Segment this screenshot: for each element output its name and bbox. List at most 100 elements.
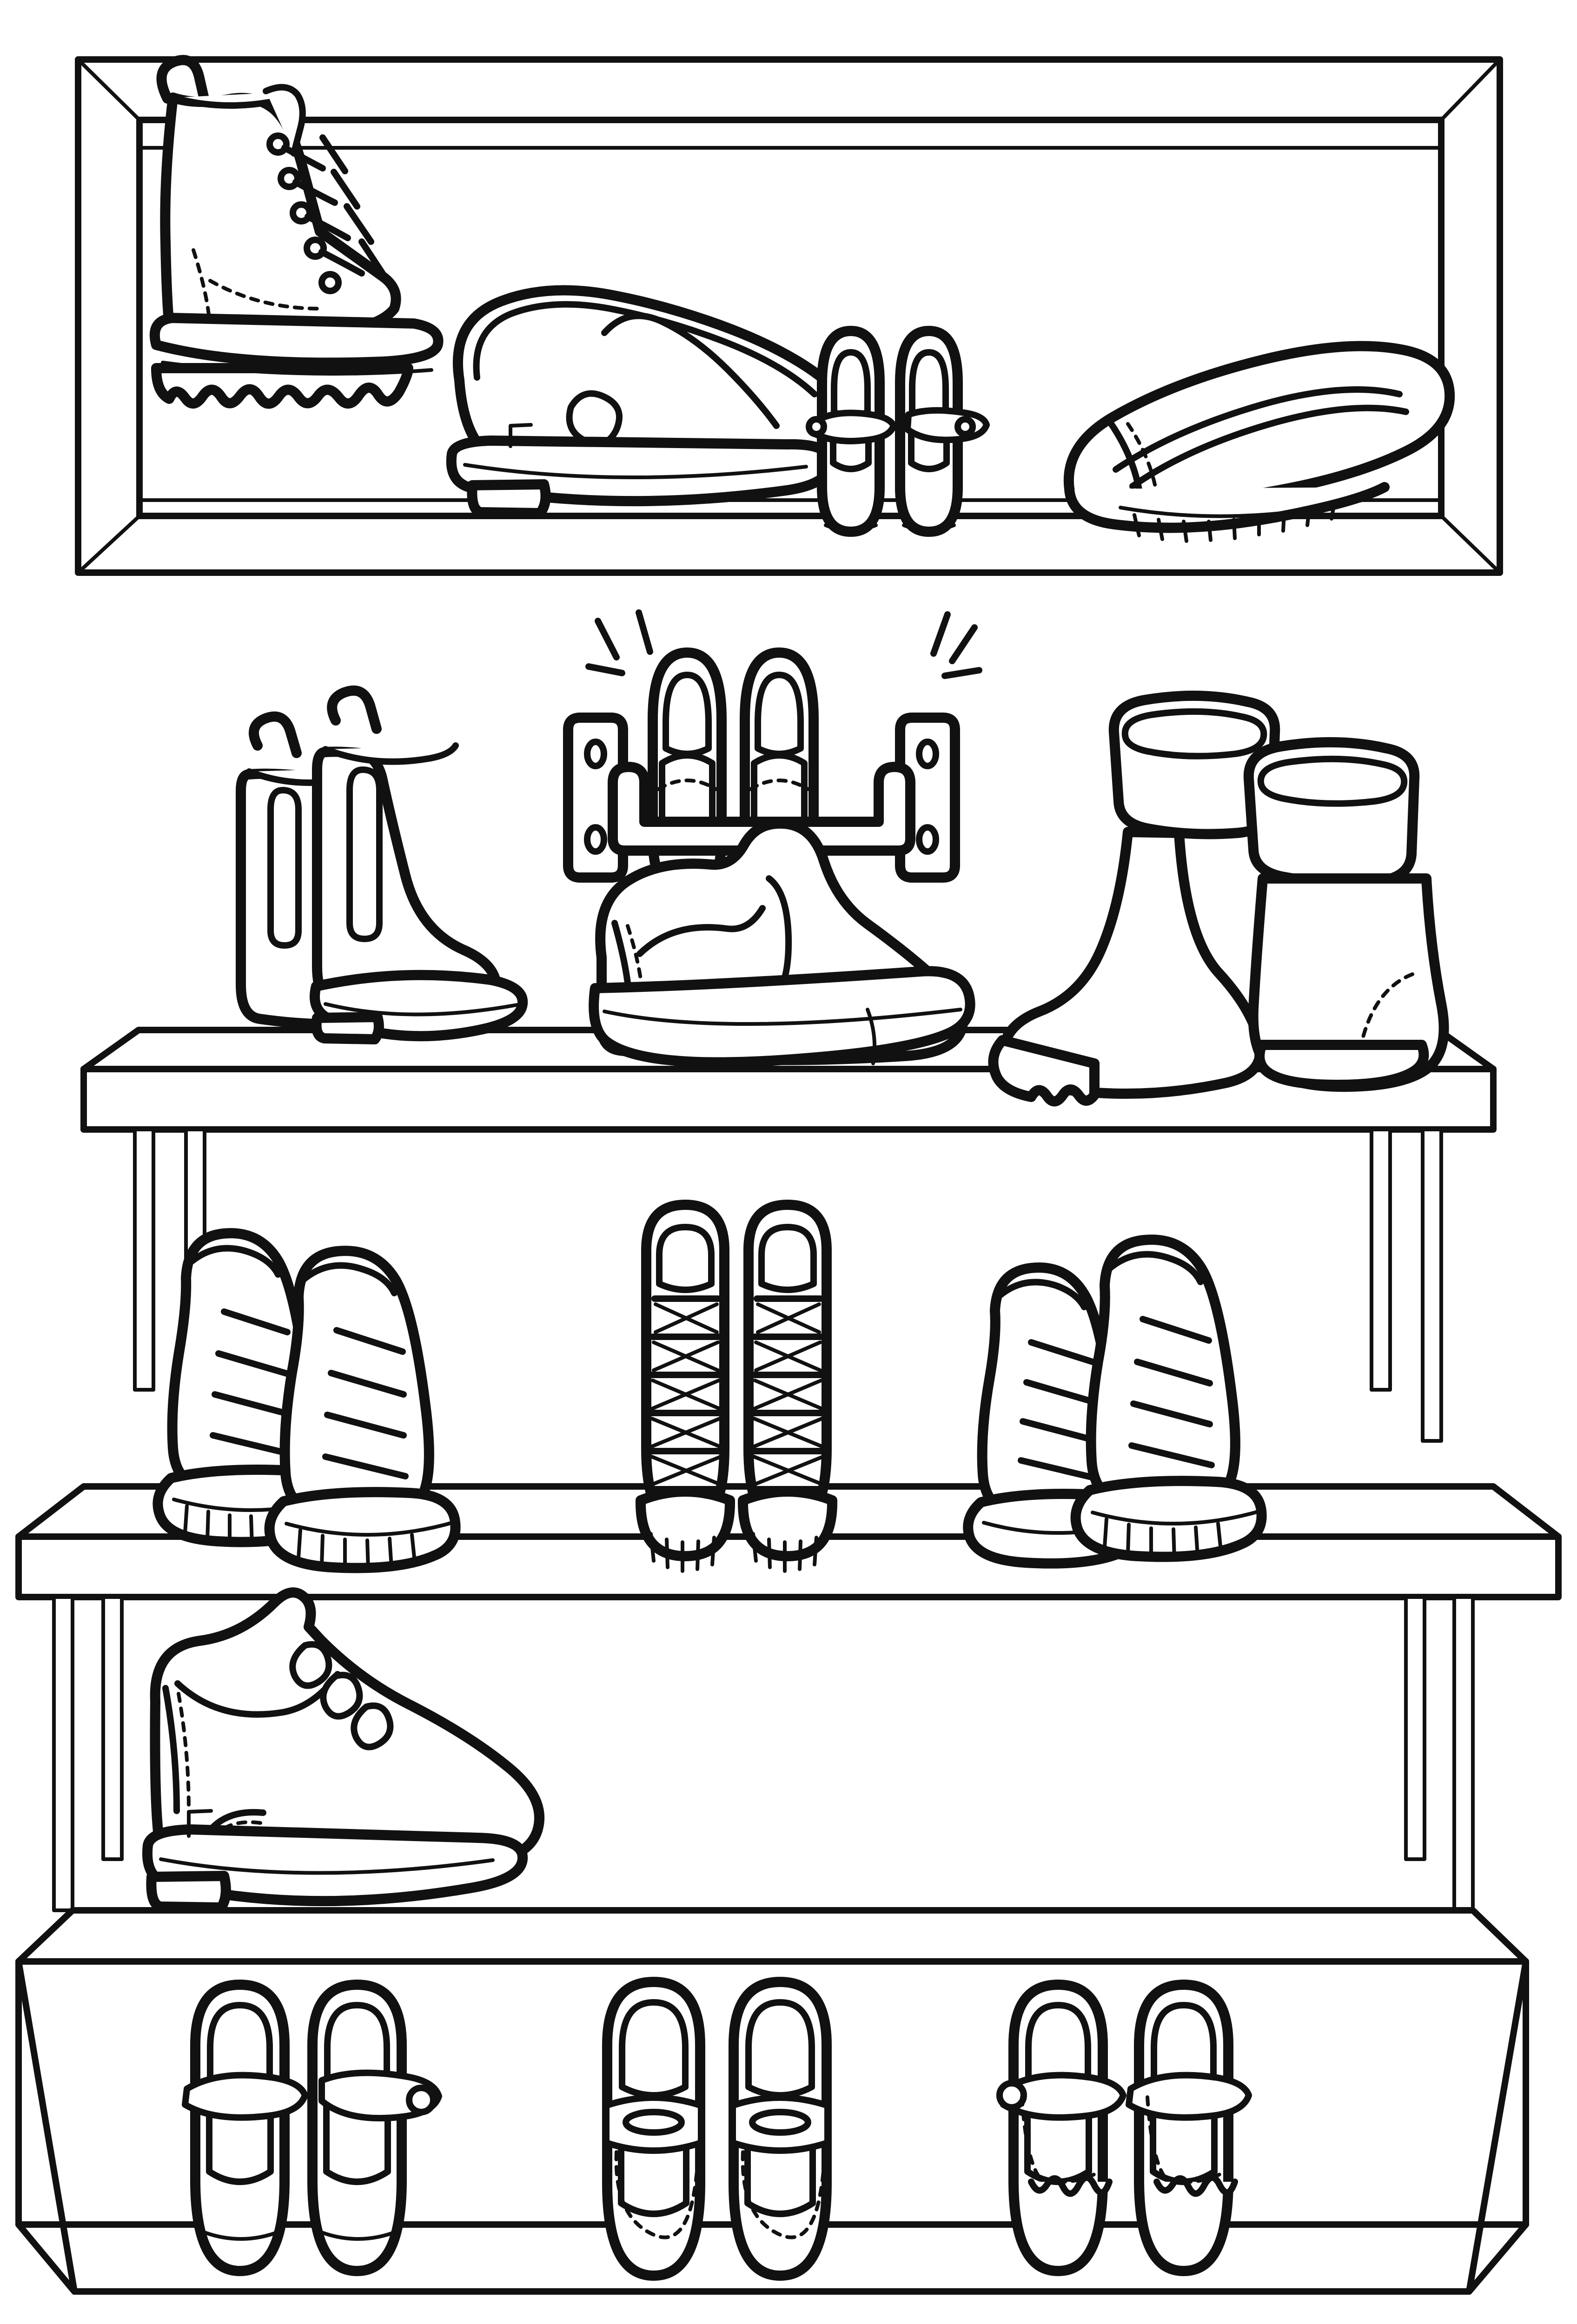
chelsea-front-heel [311,1012,384,1044]
ballet-flat-sole-ribs [1119,498,1364,543]
boot-outsole [151,363,413,409]
mj-plain-left [182,1980,308,2276]
sparkle-1 [595,618,620,660]
wall-shoe-rail [563,609,982,902]
mj-scallop-left-button [996,2080,1027,2111]
sparkle-3 [585,663,625,676]
loafer-vamp [601,312,780,429]
penny-left-welt-stitch [614,2149,700,2239]
mj-plain-right [307,1980,442,2276]
high-top-left-back-collar [188,1245,281,1278]
mj-scallop-right-strap [1126,2072,1252,2121]
oxford-welt [159,1857,495,1875]
mj-plain-left-sole-line [199,2229,283,2241]
shoe-penny-loafer-side [446,285,863,518]
mj-scallop-left-edge-stitch [1020,2095,1045,2184]
chelsea-front-welt [324,1002,519,1017]
mj-left-toe-cap [831,349,871,420]
rack-leg-lower-right-b [1404,1595,1426,1861]
shoe-high-top-pair-center [635,1200,838,1573]
ballet-flat-sole [1064,482,1390,533]
mj-scallop-right [1126,1980,1252,2276]
shoe-high-top-pair-left [152,1228,461,1573]
chelsea-front-pull-loop [327,685,382,734]
mj-scallop-left-trim-stitch [1027,2170,1102,2184]
box-joint-bottom-right [1439,514,1502,574]
rain-boot-back-sole [988,1035,1100,1107]
high-top-right-front-sole-ribs [1103,1517,1223,1561]
oxford-lace-loop-2 [320,1671,363,1720]
penny-left-keeper-slot [623,2109,685,2136]
mj-plain-right-sole-line [316,2229,400,2241]
high-top-right-front-foxing [1091,1509,1264,1525]
slip-on-collar [636,905,766,957]
rack-leg-upper-left-a [133,1128,155,1392]
high-top-right-front [1070,1235,1267,1562]
penny-loafer-top-left [602,1977,705,2281]
shoe-lace-up-ankle-boot [149,55,444,409]
box-joint-top-right [1439,58,1502,122]
shoe-slip-on-sneaker [589,818,975,1068]
rack-lower-shelf-board [15,1907,1529,1965]
rail-plate-left-screw-top [584,739,607,769]
penny-left-vamp [619,1999,689,2099]
high-top-left-front-sole-ribs [297,1528,417,1572]
high-top-center-left-sole-ribs [649,1532,716,1573]
rack-bottom-shelf-left-side [15,1958,78,2295]
sparkle-6 [941,667,982,679]
penny-right-vamp [745,1999,815,2099]
loafer-heel [467,479,551,518]
boot-lacing [266,132,388,294]
mary-jane-right-box [895,326,990,537]
oxford-quarter-seam [162,1685,180,1814]
rail-sneaker-right-vamp [755,672,804,757]
shoe-mary-jane-pair-scalloped [996,1980,1252,2276]
mj-right-sole-line [902,523,956,532]
sparkle-2 [636,609,653,655]
slip-on-foxing-line [603,1008,962,1026]
rail-bar [608,762,915,856]
boot-tongue [263,84,306,157]
high-top-right-front-collar [1107,1251,1204,1285]
oxford-quarter-stitch [177,1692,191,1812]
shoe-rain-boot-pair [988,690,1449,1107]
rain-boot-front-sole [1254,1040,1429,1090]
oxford-heel-notch [187,1809,213,1838]
rack-leg-upper-right-b [1421,1128,1443,1443]
mj-scallop-left-strap [1000,2072,1126,2121]
loafer-welt-line [463,463,808,480]
rail-sneaker-left-vamp [663,672,712,757]
rail-plate-right-screw-bottom [916,824,939,855]
rail-sneaker-right-toe [751,752,808,831]
mj-right-button [954,416,976,437]
rack-leg-lower-right-a [1452,1595,1475,1912]
ballet-flat-topline [1113,386,1403,473]
high-top-center-left [635,1200,735,1573]
mj-left-strap [810,409,897,444]
box-joint-top-left [76,58,141,122]
mj-plain-left-strap [182,2072,308,2121]
penny-right-welt-stitch [741,2149,827,2239]
high-top-center-right [737,1200,838,1573]
sparkle-5 [949,624,978,664]
shoe-ballet-flat [1063,341,1455,543]
oxford-lace-loop-1 [289,1641,332,1689]
penny-right-keeper-slot [749,2109,811,2136]
high-top-center-right-tongue [758,1224,817,1293]
rail-plate-right-screw-top [916,739,939,769]
chelsea-front-gore [346,766,383,942]
oxford-lace-loop-3 [351,1702,394,1750]
penny-loafer-top-right [729,1977,832,2281]
rack-leg-upper-right-a [1370,1128,1392,1392]
rail-plate-left-screw-bottom [584,824,607,855]
slip-on-heel-tab-line [866,1008,877,1065]
high-top-left-front-collar [301,1262,398,1296]
mj-plain-right-button [406,2085,437,2115]
slip-on-foxing [589,966,975,1068]
shoe-high-top-pair-right [963,1235,1267,1569]
rail-sneaker-left-stitch [656,779,718,791]
rain-boot-front-cuff-rim [1257,755,1408,807]
mj-scallop-right-edge-stitch [1146,2095,1171,2184]
oxford-heel [146,1871,231,1913]
